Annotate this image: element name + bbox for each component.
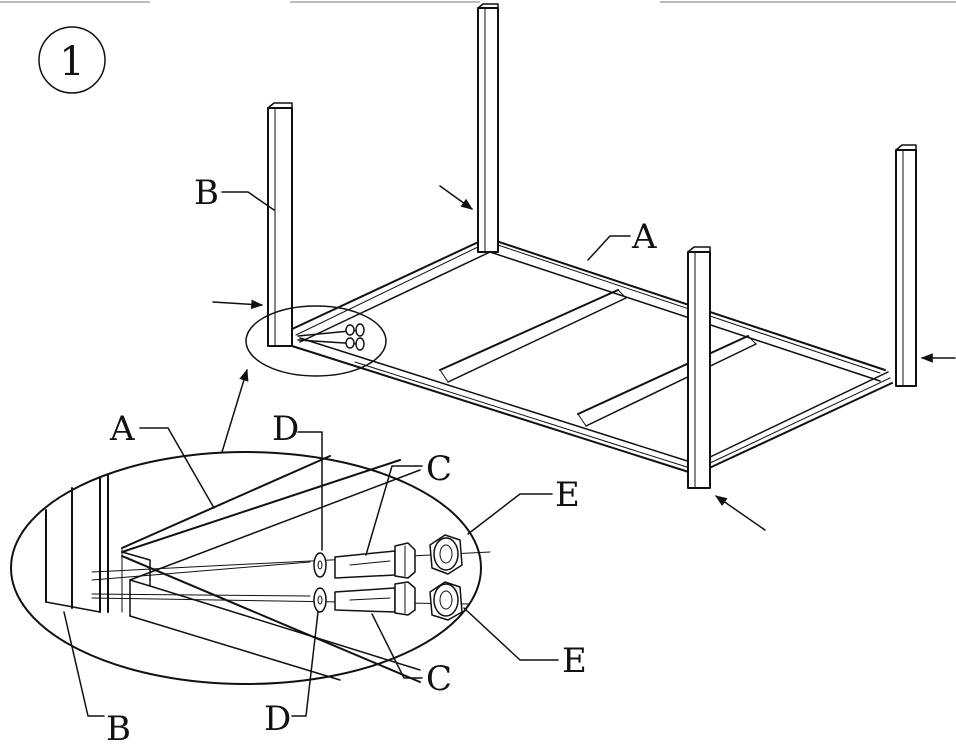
label-a-detail-text: A <box>109 409 135 449</box>
label-e-top: E <box>467 475 580 535</box>
label-e-bottom: E <box>463 607 587 681</box>
corner-bolts-small <box>297 323 365 351</box>
label-d-bottom: D <box>264 611 319 739</box>
label-c-top-text: C <box>426 449 452 489</box>
label-b-bottom-text: B <box>106 709 131 749</box>
label-b-bottom: B <box>63 611 131 749</box>
leg-front-left <box>267 102 293 347</box>
label-e-bottom-text: E <box>562 641 587 681</box>
label-e-top-text: E <box>555 475 580 515</box>
label-c-top: C <box>365 449 452 556</box>
label-b-top-text: B <box>194 173 219 213</box>
label-d-top: D <box>272 409 323 551</box>
leg-back-right <box>895 144 917 387</box>
label-a-detail: A <box>109 409 215 509</box>
leg-front-right <box>687 246 711 489</box>
label-a-top: A <box>587 217 657 261</box>
label-d-bottom-text: D <box>264 699 291 739</box>
detail-leg-b <box>45 474 109 613</box>
table-frame <box>267 3 917 489</box>
front-rail <box>291 337 701 475</box>
washers-d <box>313 552 327 613</box>
step-number: 1 <box>59 39 84 85</box>
right-rail <box>704 371 893 471</box>
detail-bracket <box>121 551 151 587</box>
cross-slat-1 <box>439 289 627 383</box>
step-number-badge: 1 <box>38 26 106 94</box>
label-d-top-text: D <box>272 409 299 449</box>
magnify-circle-small-icon <box>245 305 387 377</box>
label-b-top: B <box>194 173 275 213</box>
cross-slat-2 <box>577 335 757 427</box>
label-a-top-text: A <box>631 217 657 257</box>
label-c-bottom-text: C <box>426 659 452 699</box>
cap-nuts-e <box>429 534 463 621</box>
label-c-bottom: C <box>371 613 452 699</box>
detail-view <box>10 451 491 685</box>
magnify-ellipse-icon <box>10 451 482 685</box>
cropped-header-text <box>0 0 956 6</box>
leader-arrows <box>212 185 956 531</box>
leg-back-center <box>477 3 499 253</box>
left-rail <box>289 237 491 343</box>
step-number-circle-icon <box>38 26 106 94</box>
detail-rail-a <box>121 455 421 617</box>
bolts-c <box>334 542 416 616</box>
magnify-leader <box>221 368 249 453</box>
back-rail-a <box>486 237 886 382</box>
